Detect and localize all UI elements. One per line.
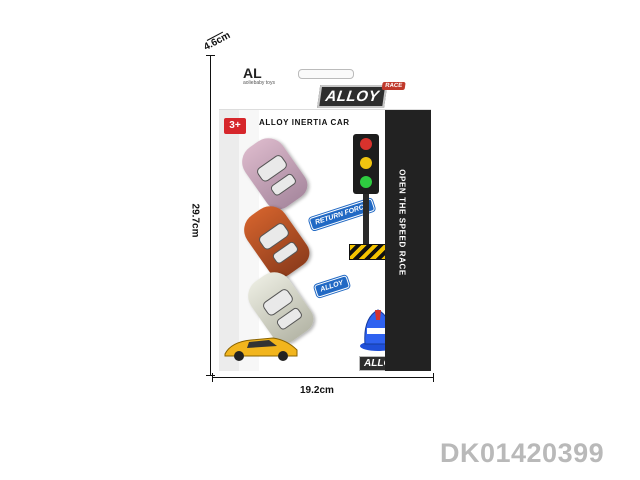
toy-package: AL aoliebaby toys ALLOY RACE 3+ ALLOY IN… bbox=[219, 47, 431, 371]
red-lamp-icon bbox=[360, 138, 372, 150]
width-dim-line bbox=[212, 377, 434, 378]
sku-watermark: DK01420399 bbox=[440, 438, 605, 468]
height-dim-tick-bottom bbox=[206, 375, 215, 376]
sports-car-illustration bbox=[224, 337, 298, 361]
side-banner-text: OPEN THE SPEED RACE bbox=[397, 169, 407, 276]
logo-badge: RACE bbox=[381, 82, 406, 90]
alloy-logo-top: ALLOY RACE bbox=[317, 82, 412, 108]
width-dim-tick-right bbox=[433, 373, 434, 382]
age-badge: 3+ bbox=[224, 118, 246, 134]
logo-word: ALLOY bbox=[317, 85, 388, 108]
height-label: 29.7cm bbox=[189, 203, 201, 238]
green-lamp-icon bbox=[360, 176, 372, 188]
height-dim-line bbox=[210, 55, 211, 375]
height-dim-tick-top bbox=[206, 55, 215, 56]
side-banner: OPEN THE SPEED RACE bbox=[385, 110, 431, 371]
brand-mark: AL bbox=[243, 65, 262, 81]
product-title: ALLOY INERTIA CAR bbox=[259, 118, 350, 127]
hazard-stripe-base bbox=[349, 244, 389, 260]
package-header: AL aoliebaby toys ALLOY RACE bbox=[219, 47, 431, 109]
brand-logo: AL aoliebaby toys bbox=[243, 65, 281, 86]
width-label: 19.2cm bbox=[300, 385, 334, 396]
brand-subtitle: aoliebaby toys bbox=[243, 80, 275, 86]
blister-card: 3+ ALLOY INERTIA CAR RETURN FORCE ALLOY bbox=[219, 109, 431, 371]
traffic-light-toy bbox=[349, 134, 389, 262]
yellow-lamp-icon bbox=[360, 157, 372, 169]
hang-hole bbox=[298, 69, 354, 79]
traffic-light-pole bbox=[363, 194, 369, 246]
traffic-light-housing bbox=[353, 134, 379, 194]
width-dim-tick-left bbox=[212, 373, 213, 382]
